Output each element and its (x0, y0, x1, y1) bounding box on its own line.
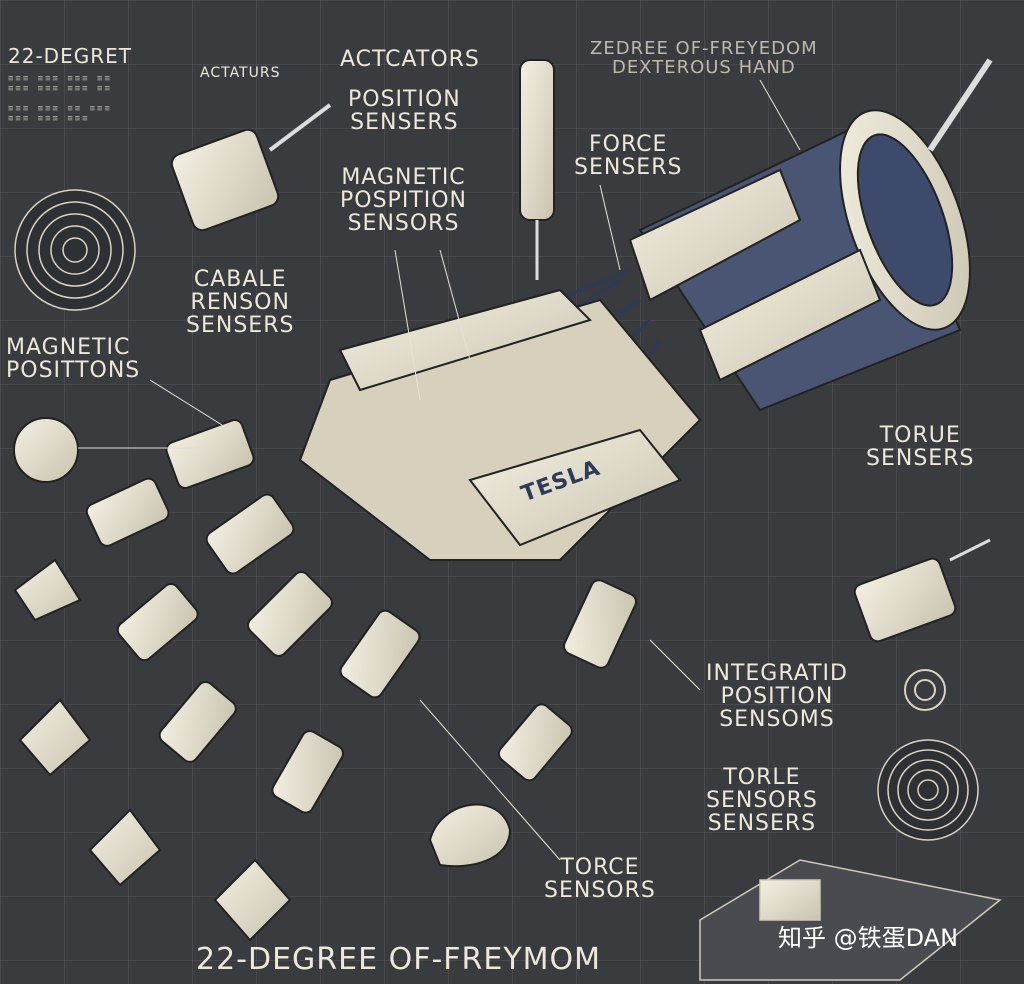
coil-disc-right (877, 739, 979, 841)
sensor-probe (519, 59, 555, 280)
finger-3 (88, 571, 333, 887)
palm (298, 288, 702, 561)
label-force-sensors-top: FORCE SENSERS (574, 132, 683, 181)
label-torque-sensors-right: TORUE SENSERS (866, 423, 975, 472)
label-force-sensors-bottom: TORCE SENSORS (544, 855, 656, 904)
leader-lines (149, 79, 801, 861)
watermark: 知乎 @铁蛋DAN (778, 924, 959, 952)
torque-sensor-component (853, 538, 991, 643)
title-top-right: ZEDREE OF-FREYEDOM DEXTEROUS HAND (590, 38, 818, 78)
title-top-left: 22-DEGRET (8, 44, 132, 68)
finger-2 (18, 493, 295, 777)
circuit-board (699, 859, 1002, 981)
label-magnetic-positions: MAGNETIC POSITTONS (6, 335, 141, 384)
thumb (428, 579, 638, 868)
label-actuators: ACTCATORS (340, 47, 480, 72)
forearm-cylinder (628, 58, 993, 412)
label-torque-sensors-lower: TORLE SENSORS SENSERS (706, 765, 818, 837)
finger-4 (213, 609, 421, 942)
label-integrated-position-sensors: INTEGRATID POSITION SENSOMS (706, 661, 848, 733)
label-actuators-small: ACTATURS (200, 65, 281, 81)
actuator-component (170, 103, 332, 232)
coil-disc-left (14, 189, 136, 311)
label-magnetic-position-sensors: MAGNETIC POSPITION SENSORS (340, 165, 468, 237)
label-position-sensors: POSITION SENSERS (348, 87, 461, 136)
label-cable-tension-sensors: CABALE RENSON SENSERS (186, 267, 295, 339)
fine-print-top-left: ≡≡≡ ≡≡≡ ≡≡≡ ≡≡ ≡≡≡ ≡≡≡ ≡≡≡ ≡≡ ≡≡≡ ≡≡≡ ≡≡… (8, 74, 112, 124)
magnetic-sensor-disc (13, 417, 200, 483)
small-ring-sensor (904, 669, 946, 711)
bottom-title: 22-DEGREE OF-FREYMOM (196, 942, 602, 977)
finger-1 (13, 419, 255, 622)
